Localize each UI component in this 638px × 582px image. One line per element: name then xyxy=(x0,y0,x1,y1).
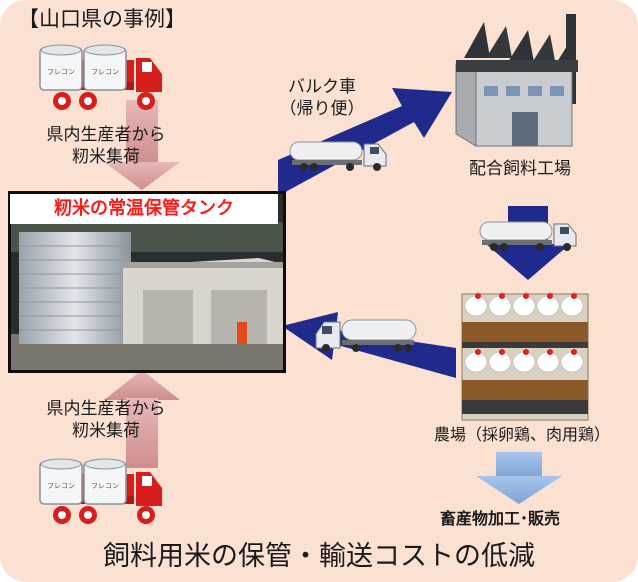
bulk-truck-bottom-icon xyxy=(315,319,417,352)
blue-arrow-to-products xyxy=(476,452,562,504)
truck-tank-text-1: フレコン xyxy=(91,68,119,76)
products-label: 畜産物加工･販売 xyxy=(440,509,561,528)
farm-label: 農場（採卵鶏、肉用鶏） xyxy=(433,425,610,444)
rice-collection-top-label: 県内生産者から 籾米集荷 xyxy=(22,124,190,168)
bulk-truck-label: バルク車 （帰り便） xyxy=(262,76,382,120)
truck-tank-text-3: フレコン xyxy=(91,482,119,490)
rice-collection-bottom-line-2: 籾米集荷 xyxy=(72,421,140,441)
navy-arrow-to-factory xyxy=(278,88,452,196)
footer-title: 飼料用米の保管・輸送コストの低減 xyxy=(103,541,535,572)
truck-tank-text-0: フレコン xyxy=(47,68,75,76)
feed-factory-label: 配合飼料工場 xyxy=(469,159,571,179)
rice-collection-top-line-1: 県内生産者から xyxy=(46,125,166,145)
pink-arrow-top xyxy=(104,100,180,190)
rice-collection-top-line-2: 籾米集荷 xyxy=(72,147,140,167)
poultry-farm-icon xyxy=(461,293,589,421)
pink-arrow-bottom xyxy=(104,370,180,468)
case-header: 【山口県の事例】 xyxy=(18,7,186,31)
bulk-truck-middle-icon xyxy=(479,221,577,251)
truck-tank-text-2: フレコン xyxy=(47,482,75,490)
delivery-truck-bottom-icon xyxy=(39,458,162,524)
rice-collection-bottom-line-1: 県内生産者から xyxy=(46,399,166,419)
tank-caption: 籾米の常温保管タンク xyxy=(10,194,278,224)
rice-collection-bottom-label: 県内生産者から 籾米集荷 xyxy=(22,398,190,442)
bulk-truck-label-line-1: バルク車 xyxy=(288,77,356,97)
bulk-truck-label-line-2: （帰り便） xyxy=(279,99,365,119)
feed-factory-icon xyxy=(455,14,578,147)
delivery-truck-top-icon xyxy=(39,44,162,110)
bulk-truck-top-icon xyxy=(289,141,387,171)
